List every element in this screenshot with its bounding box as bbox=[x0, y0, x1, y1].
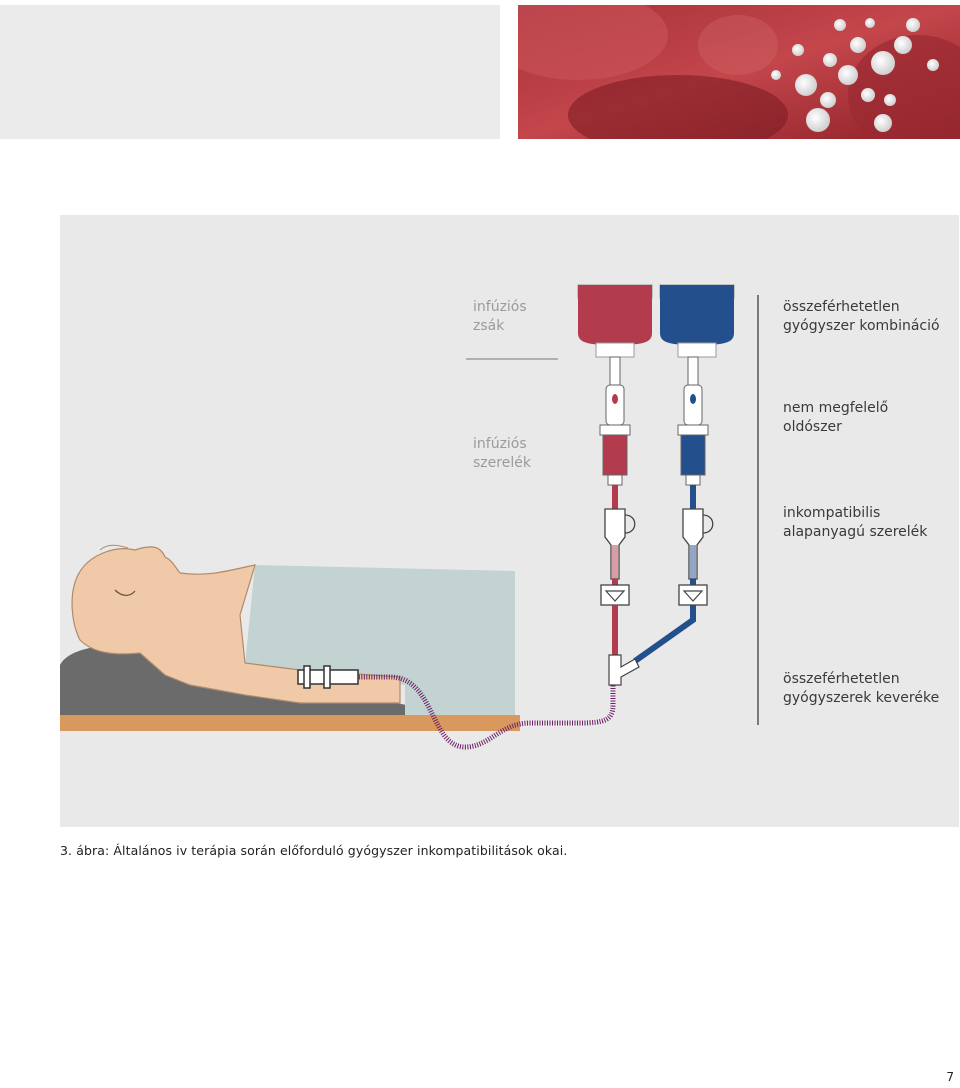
cannula bbox=[297, 665, 359, 689]
mixed-infusion-line bbox=[358, 674, 616, 750]
blood-cells-illustration bbox=[518, 5, 960, 139]
label-bag-line1: infúziós bbox=[473, 299, 527, 315]
reason-2-line1: nem megfelelő bbox=[783, 400, 888, 416]
iv-therapy-diagram: infúziós zsák infúziós szerelék összefér… bbox=[60, 284, 940, 750]
y-connector bbox=[608, 654, 640, 686]
reason-3-line2: alapanyagú szerelék bbox=[783, 524, 928, 540]
reason-4-line2: gyógyszerek keveréke bbox=[783, 690, 939, 706]
reason-2-line2: oldószer bbox=[783, 419, 842, 435]
infusion-set-blue bbox=[633, 284, 735, 664]
bed-sheet bbox=[245, 565, 515, 715]
bed-board bbox=[60, 715, 520, 731]
reason-3-line1: inkompatibilis bbox=[783, 505, 880, 521]
label-set-line2: szerelék bbox=[473, 455, 532, 471]
iv-incompatibility-figure: infúziós zsák infúziós szerelék összefér… bbox=[60, 215, 959, 827]
reason-1-line2: gyógyszer kombináció bbox=[783, 318, 940, 334]
infusion-bag-red bbox=[578, 285, 652, 345]
header-gray-panel bbox=[0, 5, 500, 139]
figure-caption: 3. ábra: Általános iv terápia során előf… bbox=[60, 843, 568, 858]
patient-figure bbox=[71, 544, 401, 704]
label-set-line1: infúziós bbox=[473, 436, 527, 452]
header-blood-cells-image bbox=[518, 5, 960, 139]
reason-1-line1: összeférhetetlen bbox=[783, 299, 900, 315]
label-bag-line2: zsák bbox=[473, 318, 505, 334]
infusion-set-red bbox=[577, 284, 653, 655]
page-number: 7 bbox=[946, 1070, 954, 1084]
reason-4-line1: összeférhetetlen bbox=[783, 671, 900, 687]
infusion-bag-blue bbox=[660, 285, 734, 345]
